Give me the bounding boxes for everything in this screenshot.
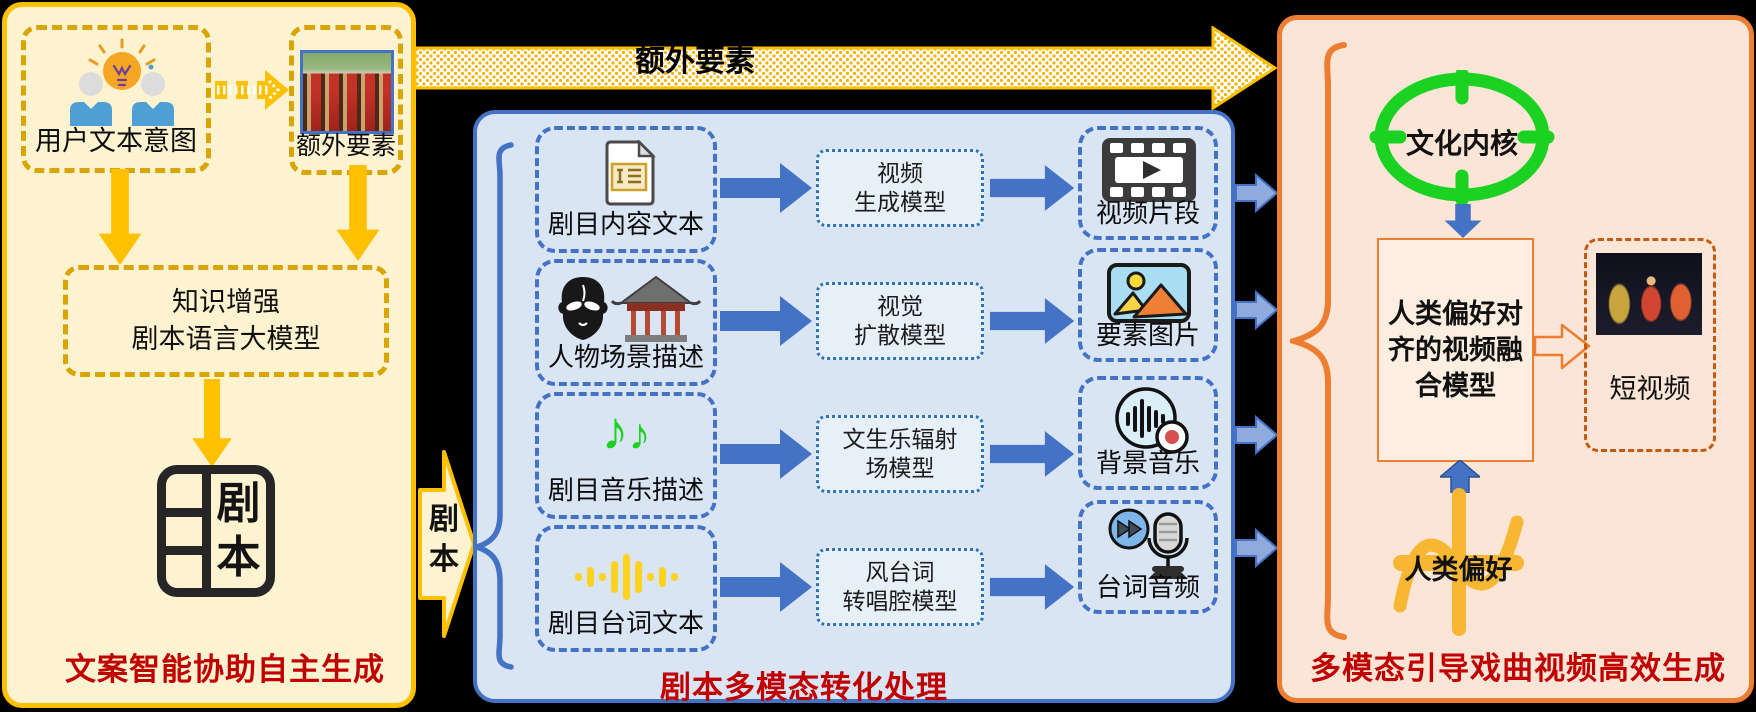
model-label-line2: 扩散模型	[854, 322, 946, 348]
right-panel: 文化内核 人类偏好对 齐的视频融 合模型 短视频 人类偏好 多模态引导戏曲视频高…	[1277, 15, 1754, 703]
extra-elements-flow-arrow	[415, 26, 1277, 110]
human-preference-label: 人类偏好	[1404, 555, 1513, 585]
model-label-line2: 生成模型	[854, 189, 946, 215]
input-label: 剧目台词文本	[547, 608, 704, 638]
user-intent-icon	[70, 38, 174, 126]
left-brace-icon	[1290, 42, 1347, 640]
script-icon-char2: 本	[216, 533, 261, 582]
small-right-arrow-icon	[1235, 289, 1279, 331]
input-box-music-description: ♪♪ 剧目音乐描述	[535, 392, 717, 519]
output-label: 背景音乐	[1095, 448, 1200, 478]
llm-box-line2: 剧本语言大模型	[131, 324, 321, 354]
right-arrow-icon	[990, 298, 1075, 344]
script-icon-char1: 剧	[216, 479, 261, 528]
model-box-lyrics-to-singing: 风台词 转唱腔模型	[816, 548, 984, 626]
right-panel-title: 多模态引导戏曲视频高效生成	[1310, 651, 1726, 686]
small-right-arrow-icon	[1235, 414, 1279, 456]
knowledge-llm-box: 知识增强 剧本语言大模型	[63, 265, 389, 377]
model-box-video-generation: 视频 生成模型	[816, 149, 984, 227]
left-panel: 用户文本意图 额外要素 知识增强 剧本语言大模型	[2, 2, 416, 708]
blue-up-arrow-icon	[1440, 460, 1480, 493]
down-arrow-icon	[192, 379, 232, 467]
document-text-icon	[605, 140, 657, 206]
culture-core-target-icon	[1369, 70, 1555, 204]
music-notes-icon: ♪♪	[539, 400, 713, 462]
input-label: 剧目内容文本	[547, 209, 704, 239]
fusion-model-line2: 齐的视频融	[1388, 335, 1523, 365]
right-arrow-icon	[720, 163, 812, 213]
model-label-line2: 转唱腔模型	[842, 588, 958, 614]
right-arrow-icon	[990, 564, 1075, 610]
right-arrow-icon	[720, 562, 812, 612]
human-preference-wave-icon	[1393, 488, 1524, 636]
down-arrow-icon	[336, 165, 380, 261]
dashed-right-arrow-icon	[215, 70, 289, 110]
small-right-arrow-icon	[1235, 527, 1279, 569]
culture-core-label: 文化内核	[1405, 128, 1518, 159]
script-icon-grid	[166, 474, 211, 588]
script-arrow-char2: 本	[429, 543, 459, 576]
input-label: 剧目音乐描述	[547, 475, 704, 505]
right-arrow-icon	[990, 431, 1075, 477]
opera-mask-temple-icon	[558, 275, 702, 342]
extra-elements-photo	[300, 50, 394, 134]
model-box-text-to-music: 文生乐辐射 场模型	[816, 415, 984, 493]
user-intent-label: 用户文本意图	[35, 126, 197, 156]
script-document-icon: 剧 本	[157, 465, 275, 597]
top-arrow-label: 额外要素	[635, 45, 755, 78]
left-brace-icon	[474, 142, 514, 670]
fusion-model-box: 人类偏好对 齐的视频融 合模型	[1377, 238, 1534, 462]
output-box-element-images: 要素图片	[1078, 248, 1218, 362]
blue-down-arrow-icon	[1444, 204, 1482, 238]
user-intent-box: 用户文本意图	[21, 25, 211, 173]
down-arrow-icon	[98, 169, 142, 265]
right-arrow-icon	[720, 296, 812, 346]
extra-elements-box: 额外要素	[289, 25, 403, 175]
model-box-visual-diffusion: 视觉 扩散模型	[816, 282, 984, 360]
output-box-video-clip: 视频片段	[1078, 126, 1218, 240]
microphone-fastforward-icon	[1108, 508, 1189, 579]
film-play-icon	[1102, 138, 1196, 202]
picture-icon	[1107, 263, 1191, 323]
script-arrow-label: 剧 本	[422, 500, 466, 580]
left-panel-title: 文案智能协助自主生成	[65, 652, 385, 687]
model-label-line1: 文生乐辐射	[842, 426, 958, 452]
input-label: 人物场景描述	[547, 342, 704, 372]
sound-wave-record-icon	[1115, 387, 1189, 454]
output-label: 台词音频	[1095, 572, 1200, 602]
middle-panel-title: 剧本多模态转化处理	[660, 670, 948, 705]
outline-right-arrow-icon	[1534, 323, 1591, 370]
music-note-glyph: ♪	[601, 401, 629, 461]
extra-elements-label: 额外要素	[295, 132, 396, 160]
script-flow-arrow	[418, 450, 476, 638]
output-box-background-music: 背景音乐	[1078, 376, 1218, 490]
small-right-arrow-icon	[1235, 172, 1279, 214]
model-label-line1: 视觉	[877, 293, 923, 319]
middle-panel: 剧目内容文本 人物场景描述	[473, 110, 1235, 705]
input-box-dialogue-text: 剧目台词文本	[535, 525, 717, 652]
audio-waveform-icon	[539, 553, 713, 601]
model-label-line2: 场模型	[865, 455, 935, 481]
fusion-model-line3: 合模型	[1415, 371, 1496, 401]
short-video-label: 短视频	[1609, 374, 1691, 404]
script-arrow-char1: 剧	[429, 503, 459, 536]
short-video-photo	[1596, 253, 1702, 335]
input-box-character-scene: 人物场景描述	[535, 259, 717, 386]
right-arrow-icon	[720, 429, 812, 479]
model-label-line1: 风台词	[865, 559, 935, 585]
output-label: 视频片段	[1095, 198, 1200, 228]
model-label-line1: 视频	[877, 160, 923, 186]
input-box-content-text: 剧目内容文本	[535, 126, 717, 253]
llm-box-line1: 知识增强	[172, 287, 280, 317]
music-note-glyph: ♪	[628, 410, 651, 459]
output-label: 要素图片	[1095, 320, 1200, 350]
right-arrow-icon	[990, 165, 1075, 211]
fusion-model-line1: 人类偏好对	[1388, 299, 1523, 329]
output-box-dialogue-audio: 台词音频	[1078, 500, 1218, 614]
short-video-box: 短视频	[1584, 238, 1716, 452]
